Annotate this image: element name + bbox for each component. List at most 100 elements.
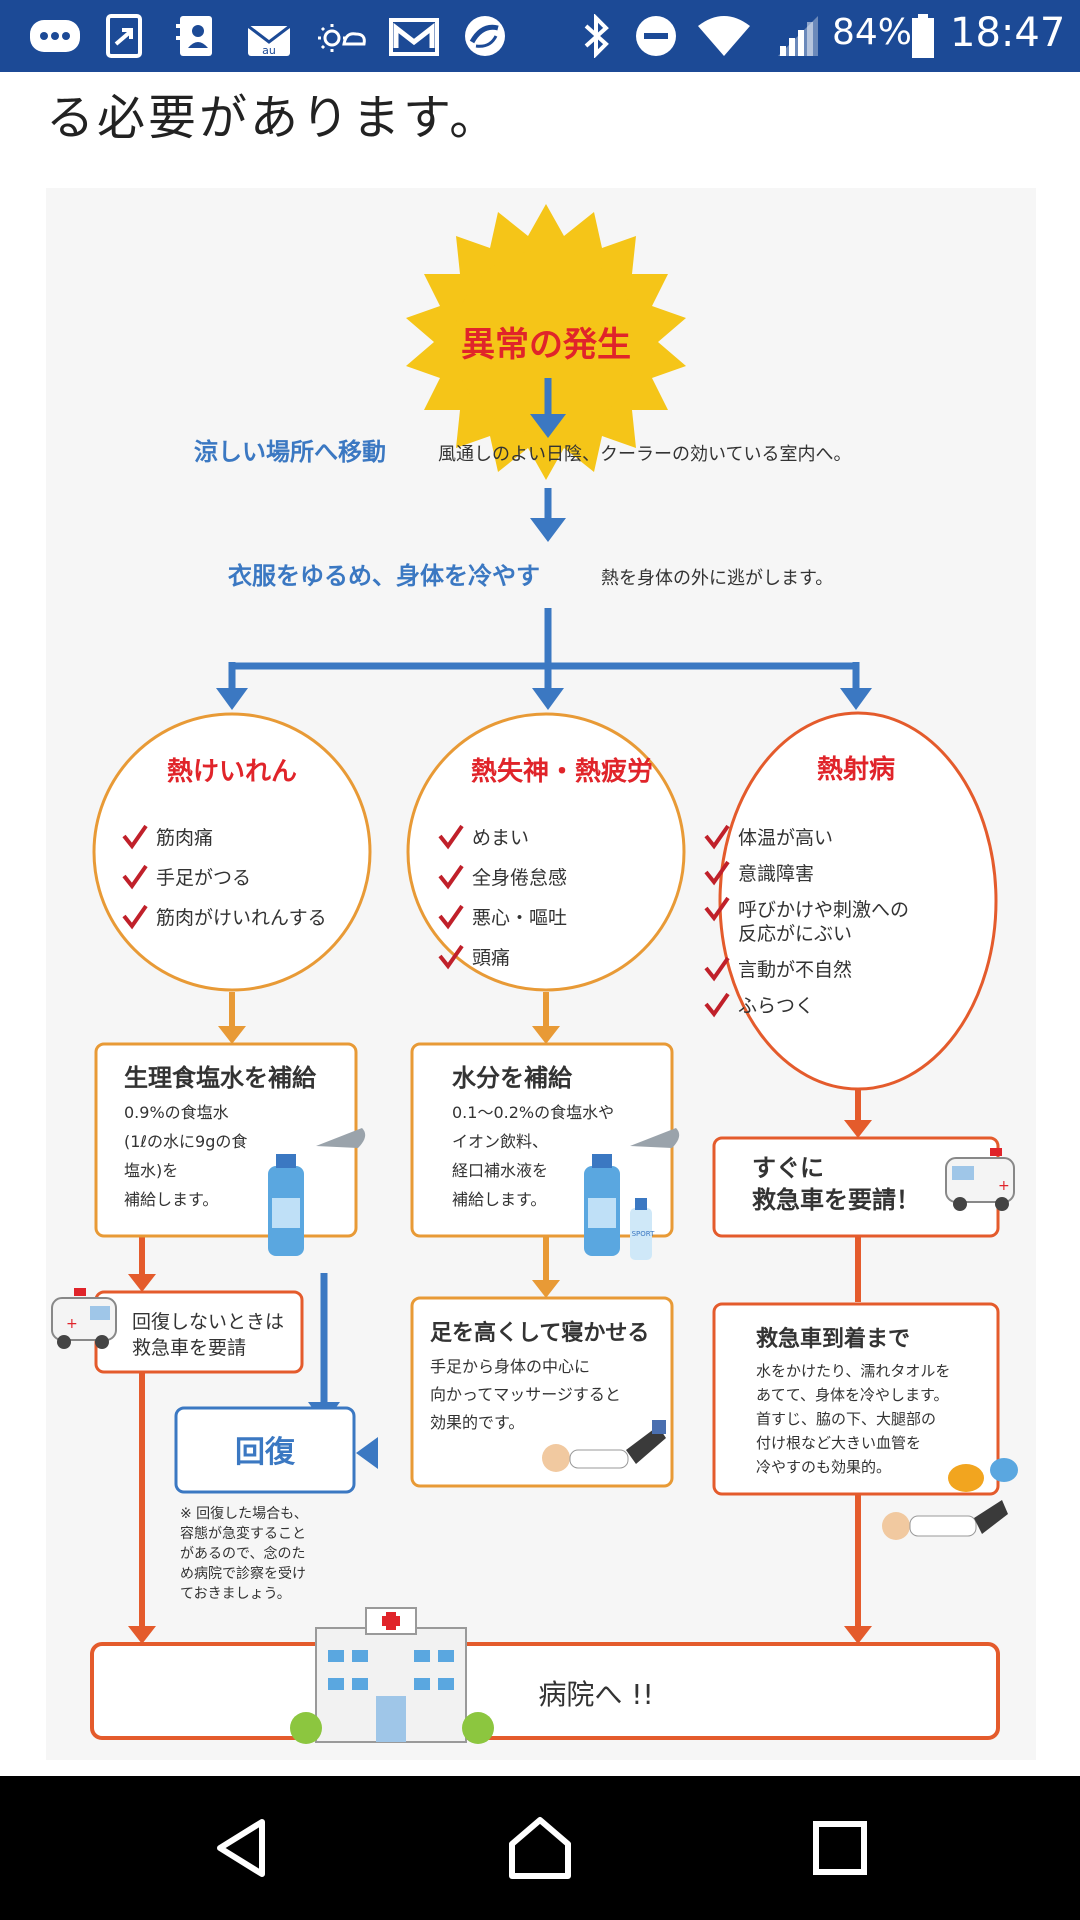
text-line: 補給します。 (452, 1190, 546, 1209)
svg-text:+: + (66, 1316, 78, 1332)
text-line: 呼びかけや刺激への (738, 899, 909, 921)
text-line: 悪心・嘔吐 (472, 907, 567, 929)
branch-3-followup-box (712, 1302, 1000, 1496)
check-icon (122, 824, 148, 850)
text-line: 0.9%の食塩水 (124, 1103, 229, 1122)
navigation-bar (0, 1776, 1080, 1920)
check-icon (704, 860, 730, 886)
check-icon (438, 944, 464, 970)
signal-icon (778, 16, 818, 56)
status-bar: au 84% 18:47 (0, 0, 1080, 72)
branch-1-circle (92, 712, 372, 992)
text-line: 首すじ、脇の下、大腿部の (756, 1410, 936, 1428)
text-line: 全身倦怠感 (472, 867, 567, 889)
text-line: 塩水)を (124, 1161, 178, 1180)
branch-3-circle (718, 711, 998, 1091)
text-line: 水をかけたり、濡れタオルを (756, 1362, 950, 1380)
text-line: 補給します。 (124, 1190, 218, 1209)
branch-1-title: 熱けいれん (167, 757, 297, 787)
text-line: イオン飲料、 (452, 1132, 548, 1151)
check-icon (438, 904, 464, 930)
back-icon[interactable] (210, 1816, 274, 1880)
hospital-building-icon (290, 1607, 494, 1744)
chat-icon (30, 20, 80, 52)
step2-description: 熱を身体の外に逃がします。 (601, 568, 833, 589)
check-icon (122, 864, 148, 890)
branch-3-followup-text: 水をかけたり、濡れタオルをあてて、身体を冷やします。首すじ、脇の下、大腿部の付け… (756, 1362, 950, 1476)
flowchart-canvas: 異常の発生 涼しい場所へ移動 風通しのよい日陰、クーラーの効いている室内へ。 衣… (51, 204, 1018, 1744)
step1-title: 涼しい場所へ移動 (194, 438, 386, 466)
step1-description: 風通しのよい日陰、クーラーの効いている室内へ。 (438, 444, 851, 465)
branch-2-followup-box (410, 1296, 674, 1488)
red-orange-connectors (139, 1090, 861, 1628)
text-line: 0.1〜0.2%の食塩水や (452, 1103, 614, 1122)
contact-icon (176, 16, 212, 56)
text-line: 筋肉がけいれんする (156, 907, 327, 929)
text-line: ておきましょう。 (180, 1586, 291, 1602)
start-label: 異常の発生 (461, 325, 631, 365)
branch-3-title: 熱射病 (817, 755, 895, 785)
battery-percent: 84% (832, 12, 913, 53)
text-line: 筋肉痛 (156, 827, 213, 849)
orange-connectors (229, 992, 549, 1280)
home-icon[interactable] (506, 1814, 574, 1882)
text-line: 体温が高い (738, 827, 833, 849)
text-line: 意識障害 (738, 863, 814, 885)
text-line: すぐに (752, 1154, 824, 1182)
text-line: 反応がにぶい (738, 923, 852, 945)
text-line: ふらつく (738, 995, 814, 1017)
branch-2-circle (406, 712, 686, 992)
bluetooth-icon (584, 14, 609, 58)
check-icon (704, 896, 730, 922)
water-bottle-icon: SPORT (584, 1128, 680, 1260)
ambulance-icon: + (51, 1288, 117, 1349)
svg-text:au: au (262, 44, 276, 57)
clock: 18:47 (950, 10, 1066, 56)
text-line: 救急車を要請 (132, 1337, 246, 1359)
branch-2-title: 熱失神・熱疲労 (471, 756, 653, 787)
sync-icon (465, 16, 505, 56)
text-line: 手足から身体の中心に (430, 1357, 590, 1376)
text-line: があるので、念のた (180, 1545, 305, 1562)
text-line: 救急車を要請！ (752, 1186, 920, 1214)
text-line: 回復しないときは (132, 1311, 284, 1333)
recovery-label: 回復 (235, 1435, 296, 1470)
branch-1-action-title: 生理食塩水を補給 (124, 1064, 317, 1092)
check-icon (704, 824, 730, 850)
ambulance-icon: + (945, 1148, 1015, 1211)
heatstroke-flowchart: 異常の発生 涼しい場所へ移動 風通しのよい日陰、クーラーの効いている室内へ。 衣… (46, 188, 1036, 1760)
share-icon (106, 14, 142, 58)
step2-title: 衣服をゆるめ、身体を冷やす (228, 562, 540, 590)
cooling-person-icon (882, 1458, 1018, 1540)
text-line: 手足がつる (156, 867, 251, 889)
battery-icon (912, 14, 934, 58)
branch-3-followup-title: 救急車到着まで (756, 1326, 910, 1352)
check-icon (122, 904, 148, 930)
sport-drink-label: SPORT (632, 1230, 656, 1238)
branch-2-action-title: 水分を補給 (452, 1064, 573, 1092)
article-text: る必要があります。 (46, 90, 501, 146)
svg-text:+: + (998, 1178, 1010, 1194)
text-line: 容態が急変すること (180, 1525, 306, 1542)
text-line: 冷やすのも効果的。 (756, 1458, 891, 1476)
recovery-box (174, 1406, 356, 1494)
text-line: めまい (472, 827, 529, 849)
resting-person-icon (542, 1420, 666, 1472)
orange-arrowheads (218, 1026, 560, 1298)
recents-icon[interactable] (812, 1820, 868, 1876)
text-line: め病院で診察を受け (180, 1565, 306, 1582)
check-icon (704, 992, 730, 1018)
do-not-disturb-icon (636, 16, 676, 56)
check-icon (438, 864, 464, 890)
text-line: (1ℓの水に9gの食 (124, 1132, 247, 1151)
text-line: 言動が不自然 (738, 959, 852, 981)
check-icon (438, 824, 464, 850)
